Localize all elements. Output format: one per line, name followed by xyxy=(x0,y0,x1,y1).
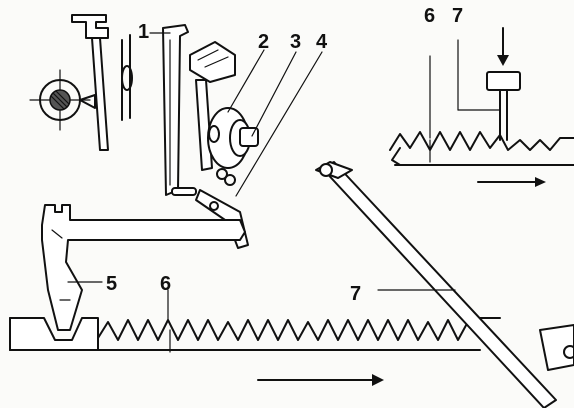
carriage-hook xyxy=(41,204,246,331)
diagonal-rod xyxy=(315,161,574,408)
inset-rack xyxy=(389,27,574,187)
lower-rack xyxy=(9,317,501,386)
label-part-6-lower: 6 xyxy=(160,273,171,295)
shaft-detail xyxy=(29,69,96,131)
label-part-3: 3 xyxy=(290,31,301,53)
label-part-1: 1 xyxy=(138,21,149,43)
label-part-5: 5 xyxy=(106,273,117,295)
label-part-6-inset: 6 xyxy=(424,5,435,27)
frame-assembly xyxy=(162,24,259,249)
leader-lines xyxy=(67,32,501,321)
label-part-7-inset: 7 xyxy=(452,5,463,27)
label-part-7-lower: 7 xyxy=(350,283,361,305)
pawl-detail xyxy=(71,14,133,151)
part-labels: 1 2 3 4 5 6 7 6 7 xyxy=(106,5,463,305)
label-part-4: 4 xyxy=(316,31,328,53)
label-part-2: 2 xyxy=(258,31,269,53)
